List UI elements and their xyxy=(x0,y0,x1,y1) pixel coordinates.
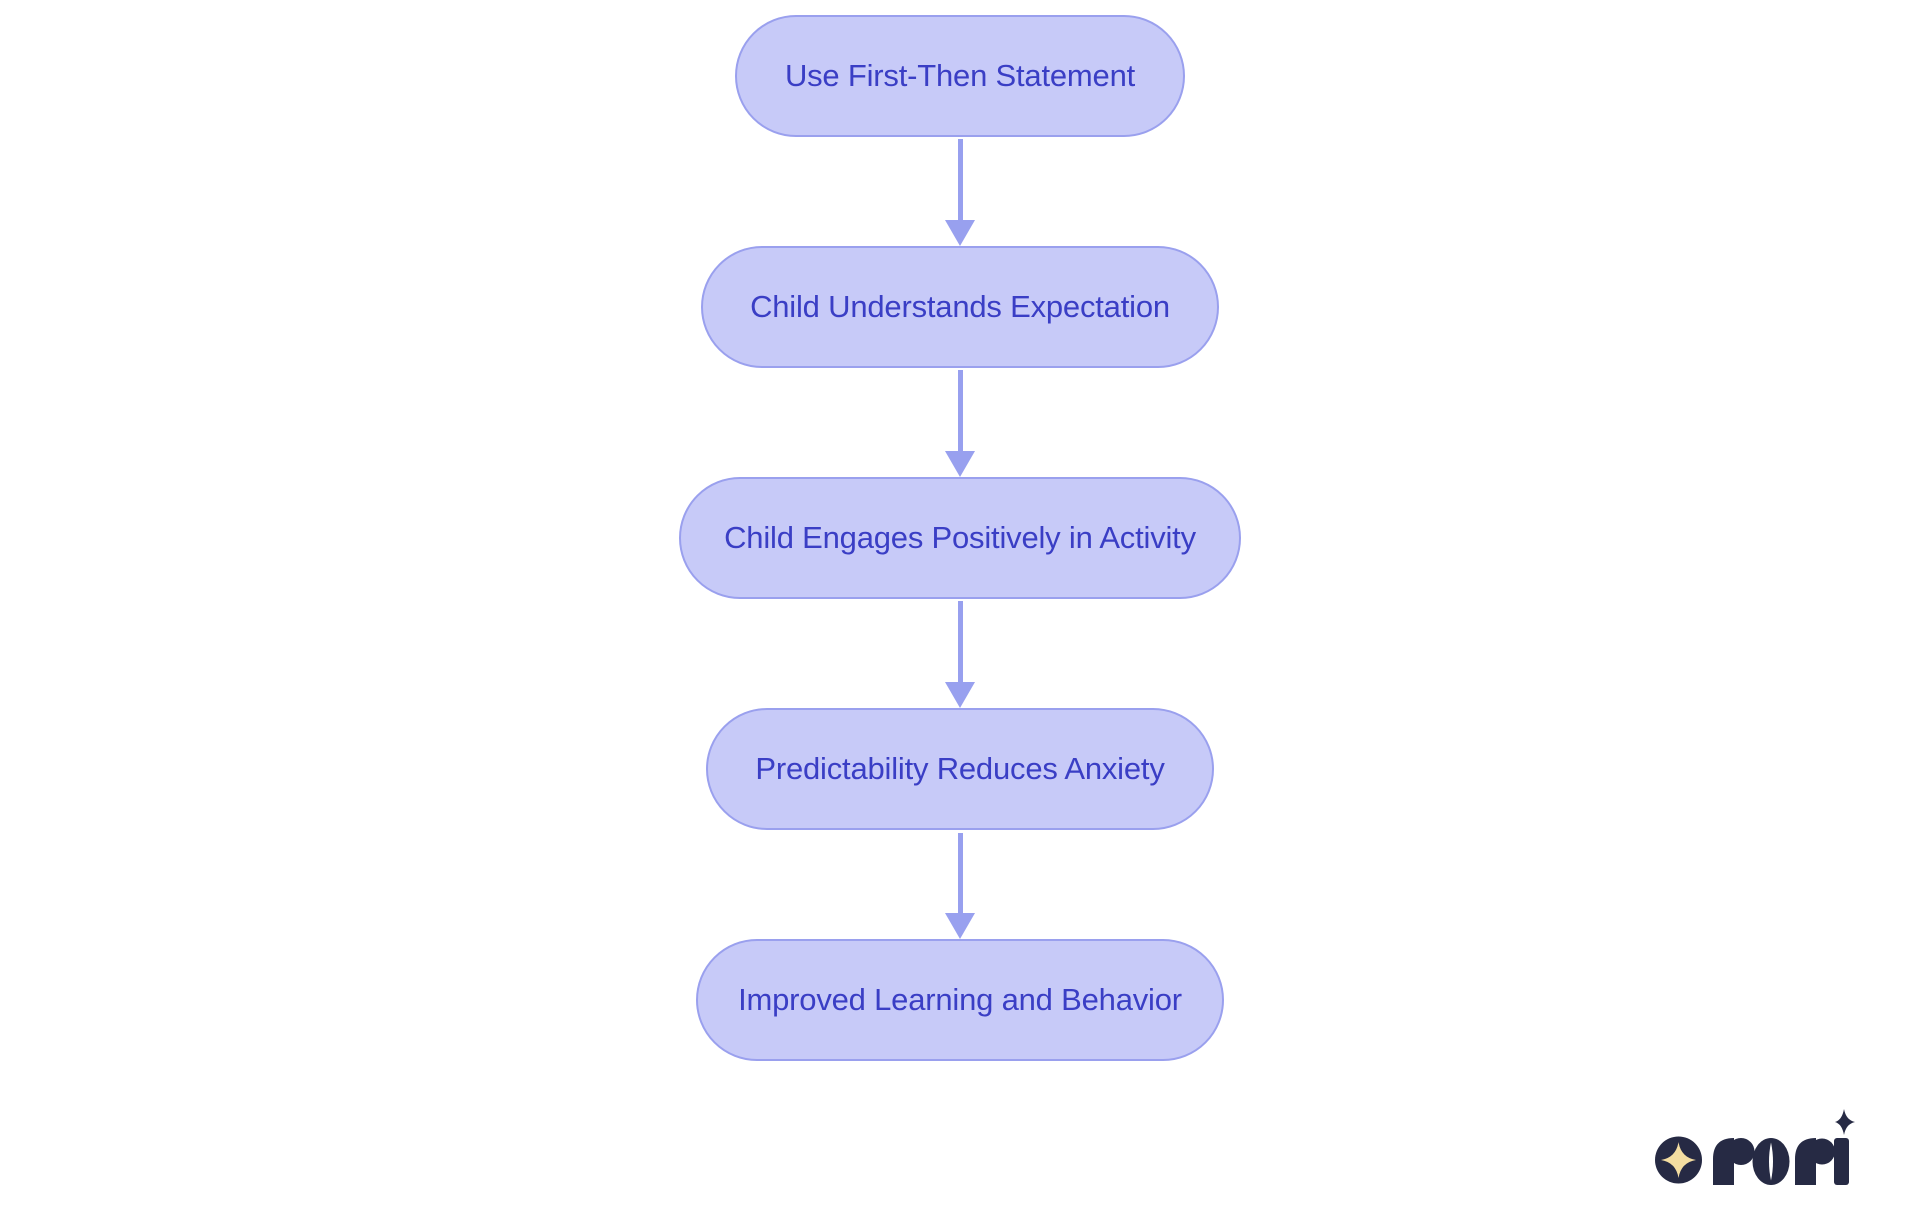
node-label: Child Understands Expectation xyxy=(750,289,1170,324)
flow-arrow-1 xyxy=(945,139,975,246)
node-label: Use First-Then Statement xyxy=(784,58,1136,93)
flow-arrow-4 xyxy=(945,833,975,939)
node-label: Predictability Reduces Anxiety xyxy=(755,751,1165,786)
arrow-line xyxy=(957,601,963,682)
arrow-down-icon xyxy=(945,451,975,477)
arrow-line xyxy=(957,370,963,451)
arrow-line xyxy=(957,833,963,913)
sparkle-circle-icon xyxy=(1655,1136,1702,1184)
arrow-down-icon xyxy=(945,220,975,246)
rori-wordmark xyxy=(1713,1109,1855,1185)
node-label: Improved Learning and Behavior xyxy=(738,982,1182,1017)
node-child-understands-expectation: Child Understands Expectation xyxy=(701,246,1219,368)
node-child-engages-positively: Child Engages Positively in Activity xyxy=(679,477,1241,599)
arrow-line xyxy=(957,139,963,220)
flow-arrow-3 xyxy=(945,601,975,708)
arrow-down-icon xyxy=(945,682,975,708)
arrow-down-icon xyxy=(945,913,975,939)
sparkle-icon xyxy=(1835,1109,1855,1135)
node-predictability-reduces-anxiety: Predictability Reduces Anxiety xyxy=(706,708,1214,830)
flow-arrow-2 xyxy=(945,370,975,477)
node-use-first-then-statement: Use First-Then Statement xyxy=(735,15,1185,137)
node-improved-learning-behavior: Improved Learning and Behavior xyxy=(696,939,1224,1061)
rori-logo xyxy=(1653,1100,1858,1195)
node-label: Child Engages Positively in Activity xyxy=(724,520,1196,555)
